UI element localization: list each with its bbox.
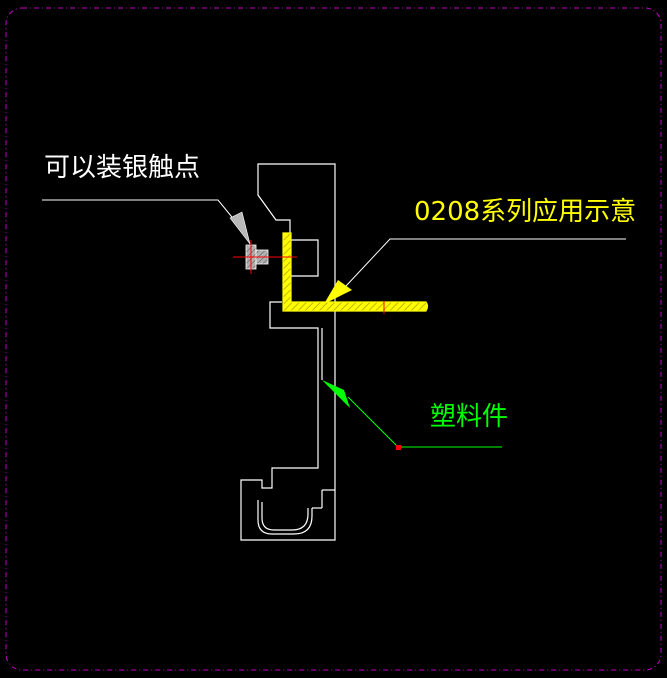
center-mark [233,240,385,314]
plastic-housing [240,163,336,541]
silver-contact-leader [42,199,251,245]
terminal-l-bracket [282,232,429,312]
sheet-border [5,7,662,671]
plastic-part-label: 塑料件 [430,402,508,432]
plastic-part-leader [322,380,502,450]
series-note-label: 0208系列应用示意 [414,197,636,227]
series-note-leader [324,238,626,304]
silver-contact-label: 可以装银触点 [44,153,200,183]
